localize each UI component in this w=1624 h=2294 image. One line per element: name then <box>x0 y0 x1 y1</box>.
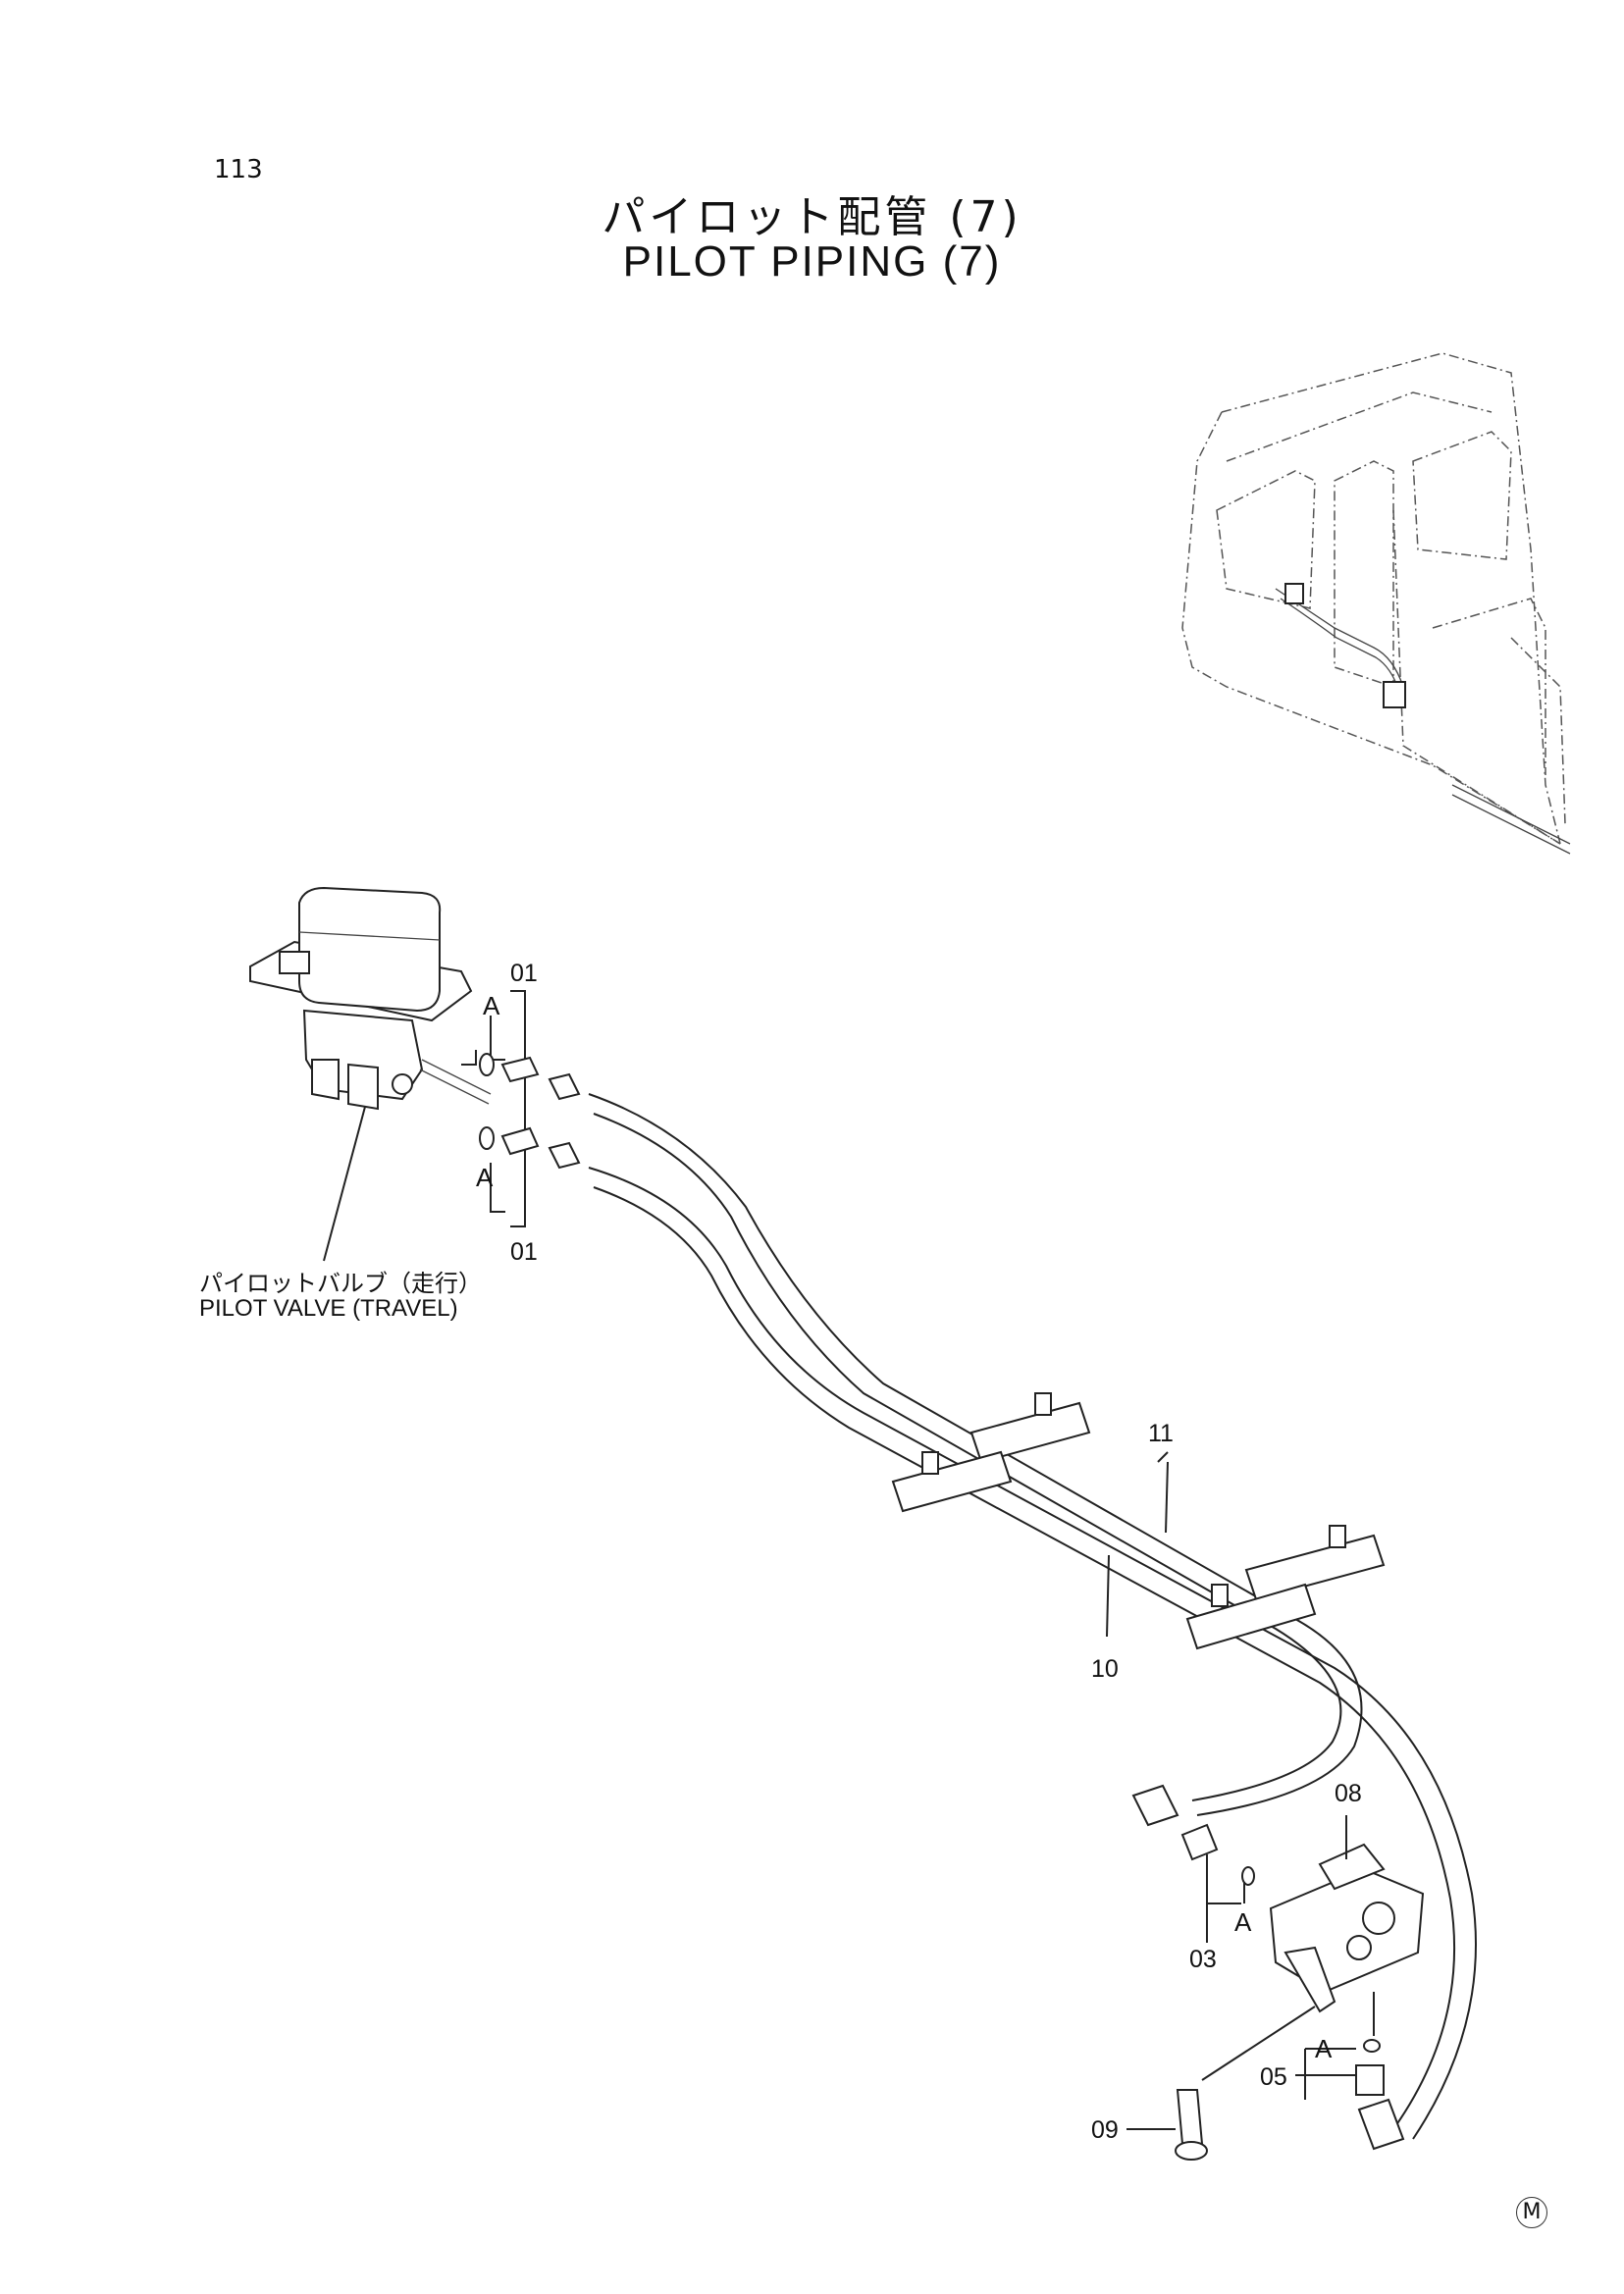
callout-part-11: 11 <box>1148 1420 1174 1447</box>
pilot-valve-label-japanese: パイロットバルブ（走行） <box>199 1271 482 1297</box>
fittings-upper <box>479 1053 581 1170</box>
callout-part-03: 03 <box>1189 1946 1217 1973</box>
callout-part-09: 09 <box>1091 2116 1119 2144</box>
corner-mark: M <box>1516 2197 1547 2228</box>
callout-part-01-bottom: 01 <box>510 1238 538 1266</box>
callout-detail-a-top: A <box>483 991 500 1020</box>
callout-part-01-top: 01 <box>510 960 538 987</box>
callout-bracket-01 <box>461 990 526 1227</box>
callout-detail-a-bottom: A <box>476 1163 494 1192</box>
hose-assemblies <box>588 1093 1477 2140</box>
page-title-japanese: パイロット配管 (7) <box>602 192 1022 242</box>
hose-clamp-brackets <box>891 1392 1386 1650</box>
shuttle-valve-illustration <box>1131 1784 1425 2161</box>
page-title-english: PILOT PIPING (7) <box>622 237 1002 286</box>
callout-part-08: 08 <box>1335 1780 1362 1807</box>
pilot-valve-label-english: PILOT VALVE (TRAVEL) <box>199 1295 458 1322</box>
callout-part-05: 05 <box>1260 2063 1287 2091</box>
callout-leader-lines <box>1126 1451 1375 2130</box>
callout-detail-a-low: A <box>1315 2034 1333 2063</box>
callout-detail-a-mid: A <box>1234 1907 1252 1937</box>
pilot-valve-travel-illustration <box>249 886 492 1262</box>
callout-part-10: 10 <box>1091 1655 1119 1683</box>
cab-overview-illustration <box>1181 352 1571 855</box>
page-number: 113 <box>214 155 263 184</box>
